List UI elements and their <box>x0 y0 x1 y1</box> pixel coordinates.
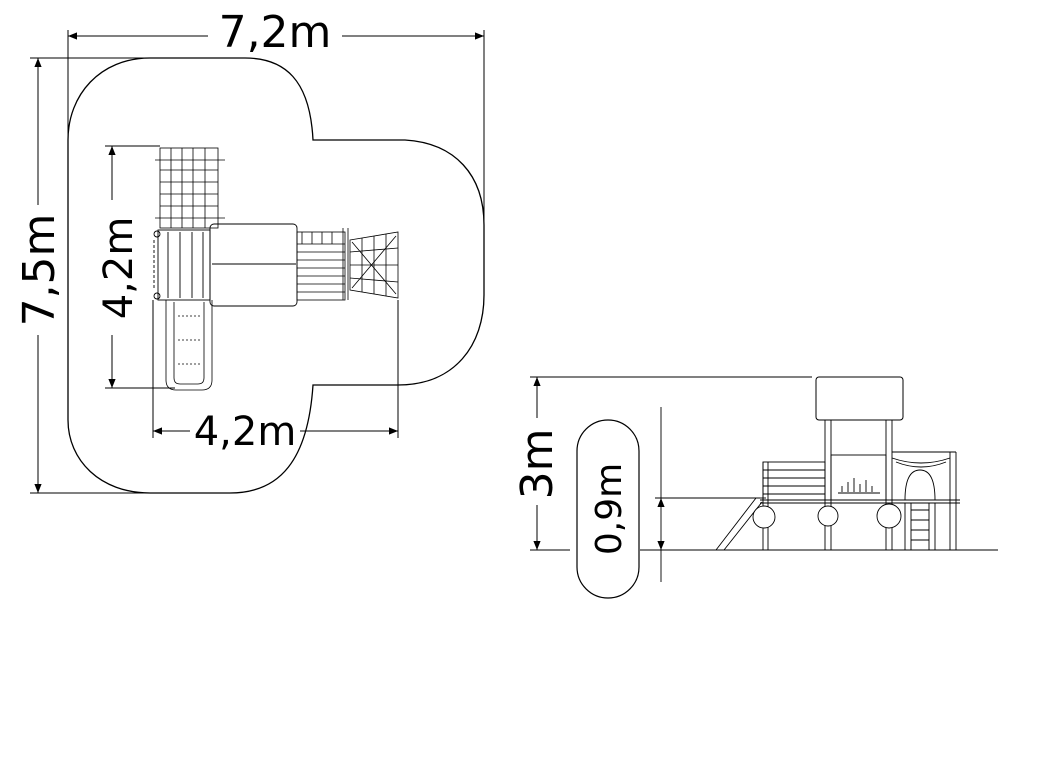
round-panels-side <box>752 503 902 529</box>
panel-side <box>830 454 887 501</box>
overall-depth-dimension: 7,5m <box>14 57 150 494</box>
posts-side <box>762 420 957 550</box>
fall-height-label: 0,9m <box>589 463 630 555</box>
overall-depth-label: 7,5m <box>14 214 65 327</box>
overall-width-dimension: 7,2m <box>67 7 485 225</box>
deck-side <box>760 461 960 504</box>
climbing-net-plan <box>155 147 225 229</box>
slide-plan <box>165 300 213 391</box>
structure-width-dimension: 4,2m <box>152 300 399 455</box>
cargo-net-plan <box>349 231 399 299</box>
structure-width-label: 4,2m <box>194 409 297 455</box>
fall-height-badge <box>576 419 640 599</box>
safety-zone-outline <box>67 57 485 494</box>
deck-platform-plan <box>153 229 211 301</box>
bridge-plan <box>296 228 349 301</box>
roof-side <box>815 376 904 421</box>
total-height-label: 3m <box>512 429 563 500</box>
structure-depth-label: 4,2m <box>96 217 142 320</box>
plan-view: 7,2m 7,5m 4,2m 4,2m <box>14 7 485 494</box>
roof-plan <box>209 223 298 307</box>
fall-height-dimension: 0,9m <box>576 407 760 599</box>
structure-depth-dimension: 4,2m <box>96 145 175 389</box>
overall-width-label: 7,2m <box>219 7 332 58</box>
net-side <box>891 451 956 468</box>
total-height-dimension: 3m <box>512 376 812 551</box>
slide-side <box>904 469 936 551</box>
side-view: 3m 0,9m <box>512 376 998 599</box>
